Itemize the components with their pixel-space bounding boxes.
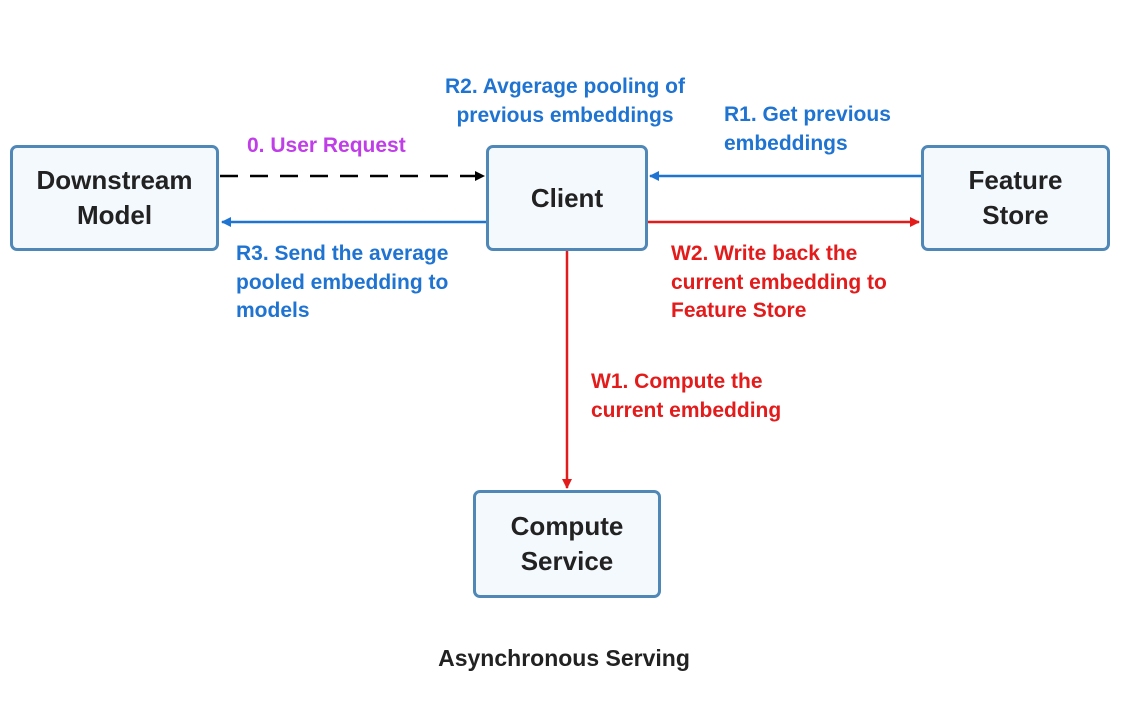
label-r3: R3. Send the average pooled embedding to… (236, 242, 449, 322)
label-r2: R2. Avgerage pooling of previous embeddi… (445, 75, 685, 127)
downstream-model-node: Downstream Model (10, 145, 219, 251)
label-w1: W1. Compute the current embedding (591, 370, 782, 422)
label-w2: W2. Write back the current embedding to … (671, 242, 887, 322)
label-user-request: 0. User Request (247, 134, 406, 157)
compute-service-node: Compute Service (473, 490, 661, 598)
client-node: Client (486, 145, 648, 251)
diagram-caption: Asynchronous Serving (438, 645, 690, 671)
label-r1: R1. Get previous embeddings (724, 103, 891, 155)
feature-store-node: Feature Store (921, 145, 1110, 251)
